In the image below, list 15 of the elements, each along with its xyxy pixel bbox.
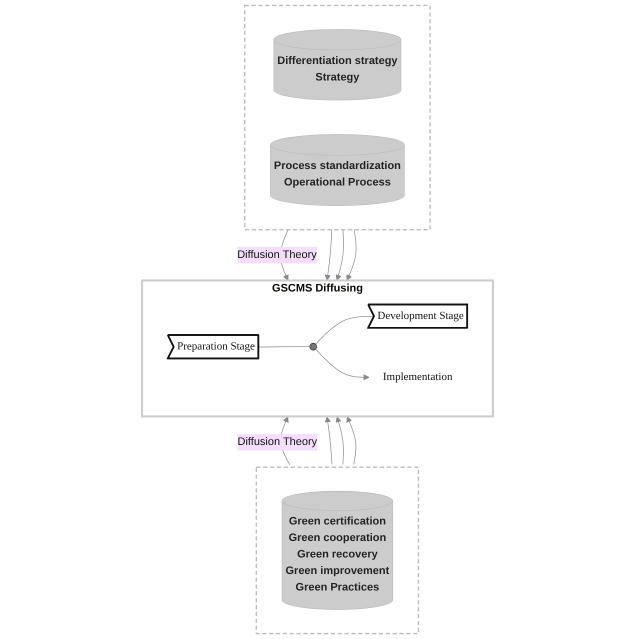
cluster [256, 466, 420, 634]
arrow [346, 229, 356, 281]
arrow [346, 416, 356, 465]
connector [258, 346, 310, 348]
connector [315, 316, 375, 345]
cluster [244, 4, 431, 230]
arrow [336, 416, 344, 465]
node-circle [309, 342, 317, 350]
node-text: Implementation [382, 371, 452, 383]
arrow [315, 348, 370, 380]
arrow [324, 229, 332, 281]
edge-label: Diffusion Theory [237, 248, 317, 261]
edge-label: Diffusion Theory [238, 436, 318, 448]
arrow [336, 229, 344, 281]
arrow [324, 416, 332, 465]
